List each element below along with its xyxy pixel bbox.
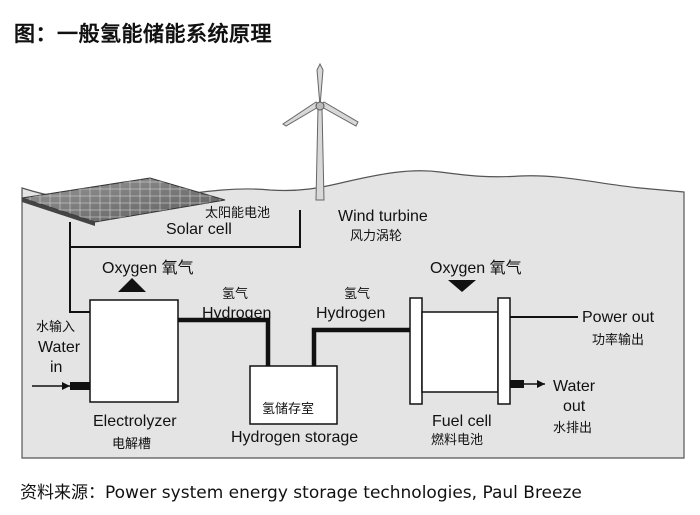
power-out-label-cn: 功率输出 <box>592 332 644 348</box>
power-wires <box>69 210 301 313</box>
wind-label-en: Wind turbine <box>338 208 428 225</box>
water-out-label-en1: Water <box>553 378 596 395</box>
hydrogen-pipes <box>178 317 410 368</box>
oxygen-left-label: Oxygen 氧气 <box>102 259 194 277</box>
oxygen-up-arrow <box>118 278 146 292</box>
oxygen-right-label: Oxygen 氧气 <box>430 259 522 277</box>
solar-label-en: Solar cell <box>166 221 232 238</box>
h2-left-label-cn: 氢气 <box>222 286 248 302</box>
solar-panel-icon <box>21 177 226 226</box>
electrolyzer-label-cn: 电解槽 <box>112 437 151 452</box>
electrolyzer-box <box>89 299 179 403</box>
electrolyzer-label-en: Electrolyzer <box>93 413 177 430</box>
wind-turbine-icon <box>282 62 359 201</box>
water-in-label-en2: in <box>50 359 62 376</box>
fuelcell-label-en: Fuel cell <box>432 413 492 430</box>
h2-left-label-en: Hydrogen <box>202 305 271 322</box>
fuelcell-label-cn: 燃料电池 <box>431 432 483 448</box>
wind-label-cn: 风力涡轮 <box>350 229 402 244</box>
h2-right-label-cn: 氢气 <box>344 286 370 302</box>
water-in-label-en1: Water <box>38 339 81 356</box>
water-in-label-cn: 水输入 <box>36 319 75 335</box>
h2-right-label-en: Hydrogen <box>316 305 385 322</box>
figure-title: 图：一般氢能储能系统原理 <box>14 22 272 46</box>
storage-label-cn: 氢储存室 <box>262 401 314 417</box>
oxygen-down-arrow <box>448 280 476 292</box>
water-out-label-en2: out <box>563 398 586 415</box>
storage-label-en: Hydrogen storage <box>231 429 358 446</box>
water-out-label-cn: 水排出 <box>553 421 592 436</box>
fuel-cell-icon <box>409 297 511 405</box>
source-caption: 资料来源：Power system energy storage technol… <box>20 483 582 503</box>
solar-label-cn: 太阳能电池 <box>205 206 270 221</box>
power-out-label-en: Power out <box>582 309 655 326</box>
hydrogen-storage-box <box>249 365 338 425</box>
